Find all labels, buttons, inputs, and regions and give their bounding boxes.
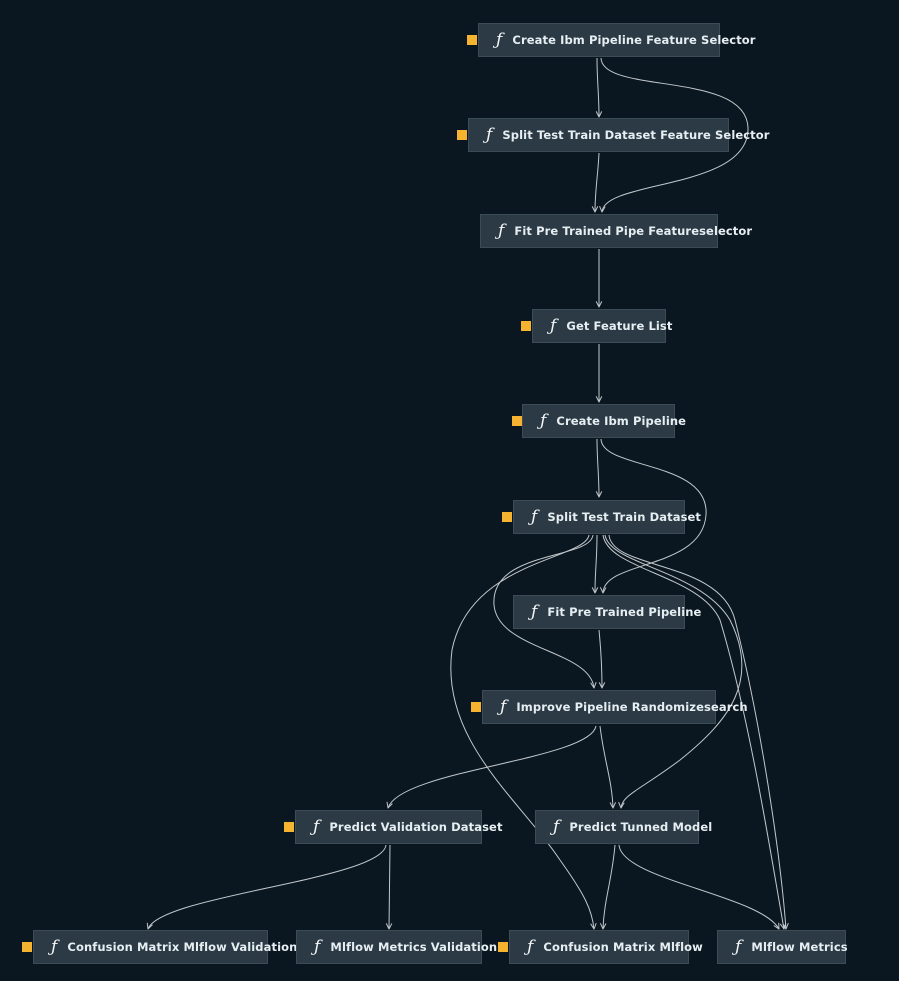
node-label: Create Ibm Pipeline Feature Selector xyxy=(512,33,756,47)
parameter-marker xyxy=(457,130,467,140)
node-predict-tunned-model[interactable]: ƒ Predict Tunned Model xyxy=(535,810,712,844)
function-icon: ƒ xyxy=(314,936,321,957)
edge-predict-tunned-model-to-mlflow-metrics xyxy=(618,844,779,929)
node-create-ibm-pipeline-feature-selector[interactable]: ƒ Create Ibm Pipeline Feature Selector xyxy=(478,23,755,57)
edge-predict-tunned-model-to-confusion-matrix-mlflow xyxy=(603,844,616,929)
function-icon: ƒ xyxy=(496,29,503,50)
node-label: Predict Tunned Model xyxy=(569,820,713,834)
edge-split-test-train-dataset-to-mlflow-metrics-inner xyxy=(602,534,784,929)
edge-improve-pipeline-randomizesearch-to-predict-tunned-model xyxy=(599,725,613,808)
node-fit-pre-trained-pipeline[interactable]: ƒ Fit Pre Trained Pipeline xyxy=(513,595,701,629)
node-confusion-matrix-mlflow[interactable]: ƒ Confusion Matrix Mlflow xyxy=(509,930,703,964)
edge-split-test-train-dataset-to-confusion-matrix-mlflow xyxy=(450,534,594,929)
parameter-marker xyxy=(512,416,522,426)
node-mlflow-metrics-validation[interactable]: ƒ Mlflow Metrics Validation xyxy=(296,930,497,964)
function-icon: ƒ xyxy=(735,936,742,957)
node-label: Improve Pipeline Randomizesearch xyxy=(516,700,748,714)
node-label: Mlflow Metrics Validation xyxy=(330,940,498,954)
node-mlflow-metrics[interactable]: ƒ Mlflow Metrics xyxy=(717,930,848,964)
node-improve-pipeline-randomizesearch[interactable]: ƒ Improve Pipeline Randomizesearch xyxy=(482,690,748,724)
node-split-test-train-dataset[interactable]: ƒ Split Test Train Dataset xyxy=(513,500,701,534)
function-icon: ƒ xyxy=(540,410,547,431)
node-label: Mlflow Metrics xyxy=(751,940,848,954)
function-icon: ƒ xyxy=(498,220,505,241)
edge-create-ibm-pipeline-to-split-test-train-dataset xyxy=(597,438,599,497)
edge-create-ibm-pipeline-to-fit-pre-trained-pipeline xyxy=(601,438,707,593)
edge-split-test-train-dataset-feature-selector-to-fit-pre-trained-pipe-featureselector xyxy=(595,152,600,212)
parameter-marker xyxy=(521,321,531,331)
edge-predict-validation-dataset-to-mlflow-metrics-validation xyxy=(389,844,390,929)
parameter-marker xyxy=(502,512,512,522)
function-icon: ƒ xyxy=(500,696,507,717)
edge-create-ibm-pipeline-feature-selector-to-split-test-train-dataset-feature-selector xyxy=(597,57,599,117)
edge-create-ibm-pipeline-feature-selector-to-fit-pre-trained-pipe-featureselector xyxy=(601,57,749,212)
function-icon: ƒ xyxy=(313,816,320,837)
node-label: Fit Pre Trained Pipe Featureselector xyxy=(514,224,753,238)
node-label: Create Ibm Pipeline xyxy=(556,414,687,428)
edge-split-test-train-dataset-to-mlflow-metrics-outer xyxy=(608,534,786,929)
node-label: Predict Validation Dataset xyxy=(329,820,503,834)
node-create-ibm-pipeline[interactable]: ƒ Create Ibm Pipeline xyxy=(522,404,686,438)
parameter-marker xyxy=(284,822,294,832)
function-icon: ƒ xyxy=(51,936,58,957)
node-label: Get Feature List xyxy=(566,319,673,333)
node-label: Confusion Matrix Mlflow Validation xyxy=(67,940,298,954)
edge-predict-validation-dataset-to-confusion-matrix-mlflow-validation xyxy=(148,844,387,929)
node-predict-validation-dataset[interactable]: ƒ Predict Validation Dataset xyxy=(295,810,502,844)
node-fit-pre-trained-pipe-featureselector[interactable]: ƒ Fit Pre Trained Pipe Featureselector xyxy=(480,214,752,248)
edge-improve-pipeline-randomizesearch-to-predict-validation-dataset xyxy=(388,725,597,808)
function-icon: ƒ xyxy=(486,124,493,145)
edge-split-test-train-dataset-to-fit-pre-trained-pipeline xyxy=(595,534,597,593)
edge-fit-pre-trained-pipeline-to-improve-pipeline-randomizesearch xyxy=(598,629,602,688)
function-icon: ƒ xyxy=(550,315,557,336)
node-get-feature-list[interactable]: ƒ Get Feature List xyxy=(532,309,672,343)
function-icon: ƒ xyxy=(531,506,538,527)
parameter-marker xyxy=(471,702,481,712)
parameter-marker xyxy=(498,942,508,952)
function-icon: ƒ xyxy=(553,816,560,837)
node-label: Fit Pre Trained Pipeline xyxy=(547,605,702,619)
function-icon: ƒ xyxy=(531,601,538,622)
node-split-test-train-dataset-feature-selector[interactable]: ƒ Split Test Train Dataset Feature Selec… xyxy=(468,118,769,152)
node-label: Split Test Train Dataset xyxy=(547,510,702,524)
node-confusion-matrix-mlflow-validation[interactable]: ƒ Confusion Matrix Mlflow Validation xyxy=(33,930,297,964)
node-label: Split Test Train Dataset Feature Selecto… xyxy=(502,128,770,142)
parameter-marker xyxy=(22,942,32,952)
node-label: Confusion Matrix Mlflow xyxy=(543,940,703,954)
function-icon: ƒ xyxy=(527,936,534,957)
edge-split-test-train-dataset-to-predict-tunned-model xyxy=(604,534,743,808)
parameter-marker xyxy=(467,35,477,45)
